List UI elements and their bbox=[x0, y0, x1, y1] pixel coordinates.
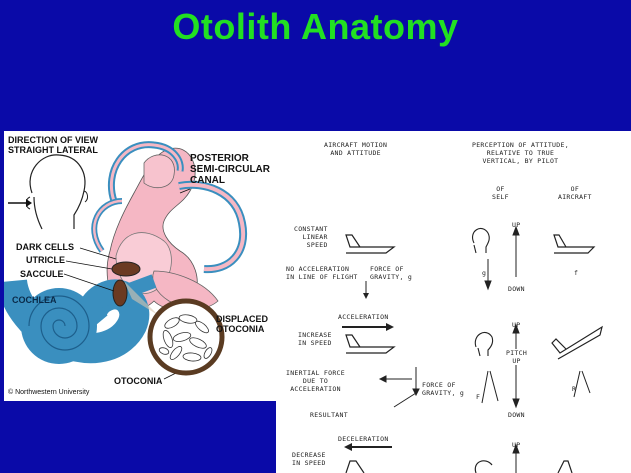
utricle-macula bbox=[111, 261, 141, 277]
credit-label: © Northwestern University bbox=[8, 389, 90, 396]
row2-down-label: DOWN bbox=[508, 411, 525, 419]
slide-title: Otolith Anatomy bbox=[172, 6, 459, 47]
acceleration-arrow bbox=[342, 323, 394, 331]
row1-f-label: f bbox=[574, 269, 579, 277]
direction-of-view-label: DIRECTION OF VIEW STRAIGHT LATERAL bbox=[8, 135, 98, 155]
row3-up-label: UP bbox=[512, 441, 521, 449]
view-arrow-icon bbox=[8, 199, 32, 207]
row2-up-label: UP bbox=[512, 321, 521, 329]
utricle-label: UTRICLE bbox=[26, 255, 65, 265]
col-aircraft-header: OF AIRCRAFT bbox=[558, 185, 592, 201]
row2-header-label: ACCELERATION bbox=[338, 313, 389, 321]
col-perception-header: PERCEPTION OF ATTITUDE, RELATIVE TO TRUE… bbox=[472, 141, 569, 165]
row2-force-label: FORCE OF GRAVITY, g bbox=[422, 381, 465, 397]
row1-motion-label: CONSTANT LINEAR SPEED bbox=[294, 225, 328, 249]
otoconia-label: OTOCONIA bbox=[114, 376, 163, 386]
aircraft-pitch-up-icon bbox=[551, 325, 603, 360]
row1-up-label: UP bbox=[512, 221, 521, 229]
posterior-canal-label: POSTERIOR SEMI-CIRCULAR CANAL bbox=[190, 153, 270, 186]
semicircular-canals bbox=[91, 141, 248, 274]
saccule-label: SACCULE bbox=[20, 269, 64, 279]
pilot-head-icon bbox=[472, 228, 490, 254]
displaced-otoconia-label: DISPLACED OTOCONIA bbox=[216, 314, 269, 334]
dark-cells-label: DARK CELLS bbox=[16, 242, 74, 252]
aircraft-level-icon bbox=[345, 234, 596, 254]
row2-motion-label: INCREASE IN SPEED bbox=[298, 331, 332, 347]
row2-pitch-label: PITCH UP bbox=[506, 349, 528, 365]
aircraft-accel-icon bbox=[345, 334, 396, 354]
head-outline-icon bbox=[25, 154, 88, 230]
row2-r-label: R bbox=[572, 385, 577, 393]
row3-motion-label: DECREASE IN SPEED bbox=[292, 451, 326, 467]
saccule-macula bbox=[112, 279, 128, 307]
pilot-head-tilted-icon bbox=[474, 332, 494, 357]
row1-g-label: g bbox=[482, 269, 487, 277]
row2-f-label: F bbox=[476, 393, 481, 401]
row1-note-label: NO ACCELERATION IN LINE OF FLIGHT bbox=[286, 265, 358, 281]
row1-down-label: DOWN bbox=[508, 285, 525, 293]
col-self-header: OF SELF bbox=[492, 185, 509, 201]
col-motion-header: AIRCRAFT MOTION AND ATTITUDE bbox=[324, 141, 388, 157]
cochlea-label: COCHLEA bbox=[12, 295, 57, 305]
row2-inertial-label: INERTIAL FORCE DUE TO ACCELERATION bbox=[286, 369, 345, 393]
inner-ear-diagram: DIRECTION OF VIEW STRAIGHT LATERAL POSTE… bbox=[4, 131, 278, 401]
row1-force-label: FORCE OF GRAVITY, g bbox=[370, 265, 413, 281]
row3-header-label: DECELERATION bbox=[338, 435, 389, 443]
attitude-perception-chart: AIRCRAFT MOTION AND ATTITUDE PERCEPTION … bbox=[276, 131, 631, 473]
otoconia-magnified bbox=[147, 298, 225, 376]
deceleration-arrow bbox=[344, 443, 392, 451]
row2-resultant-label: RESULTANT bbox=[310, 411, 348, 419]
